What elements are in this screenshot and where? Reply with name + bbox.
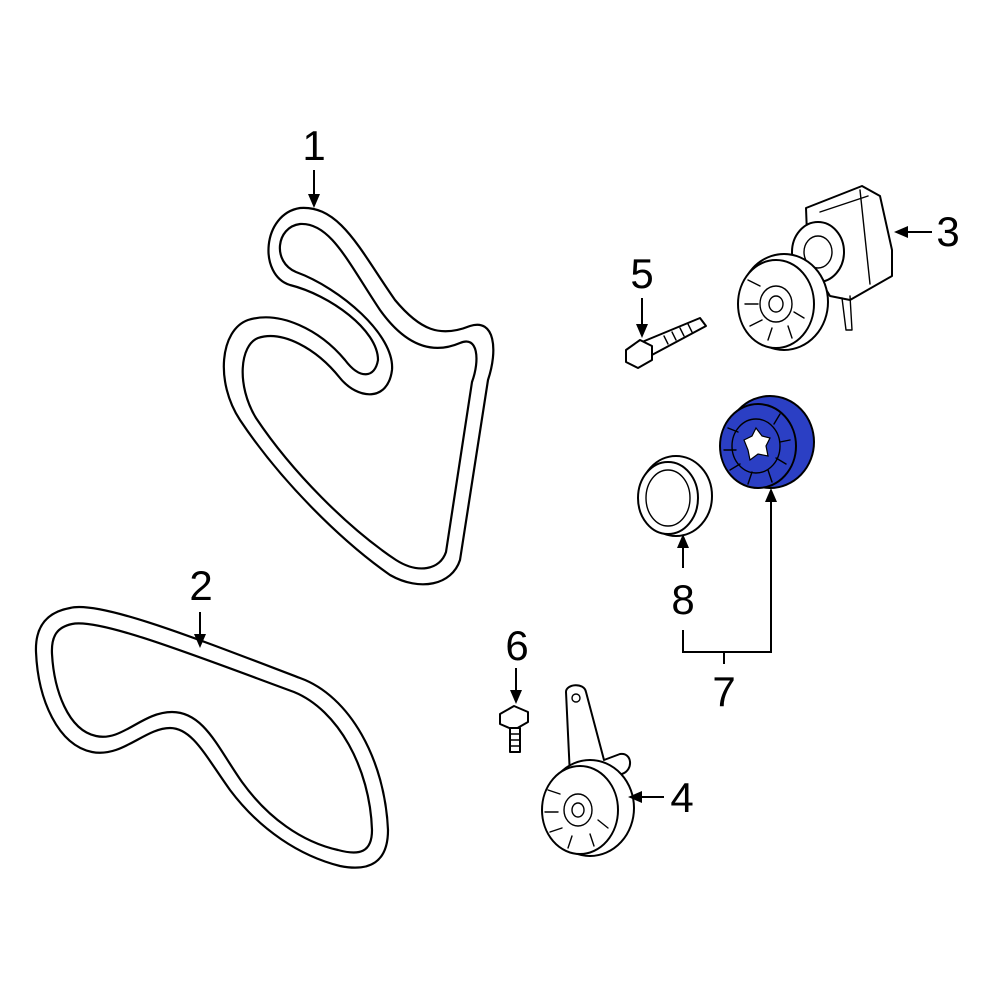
short-bolt-icon bbox=[499, 705, 529, 753]
drive-belt-icon bbox=[34, 605, 390, 869]
callout-8: 8 bbox=[671, 576, 694, 623]
idler-pulley-assembly-icon bbox=[541, 684, 635, 857]
long-bolt-icon bbox=[625, 317, 707, 369]
callout-5: 5 bbox=[630, 250, 653, 297]
belt-tensioner-icon bbox=[737, 185, 893, 351]
callout-7: 7 bbox=[712, 668, 735, 715]
callout-6: 6 bbox=[505, 622, 528, 669]
callout-2: 2 bbox=[189, 562, 212, 609]
leader-lines bbox=[194, 170, 932, 803]
dust-cap-icon bbox=[637, 455, 713, 537]
callout-4: 4 bbox=[670, 774, 693, 821]
serpentine-belt-icon bbox=[222, 206, 495, 586]
callout-1: 1 bbox=[302, 122, 325, 169]
callout-3: 3 bbox=[936, 208, 959, 255]
idler-pulley-icon bbox=[719, 395, 815, 489]
callout-labels: 1 2 3 4 5 6 7 8 bbox=[189, 122, 959, 821]
